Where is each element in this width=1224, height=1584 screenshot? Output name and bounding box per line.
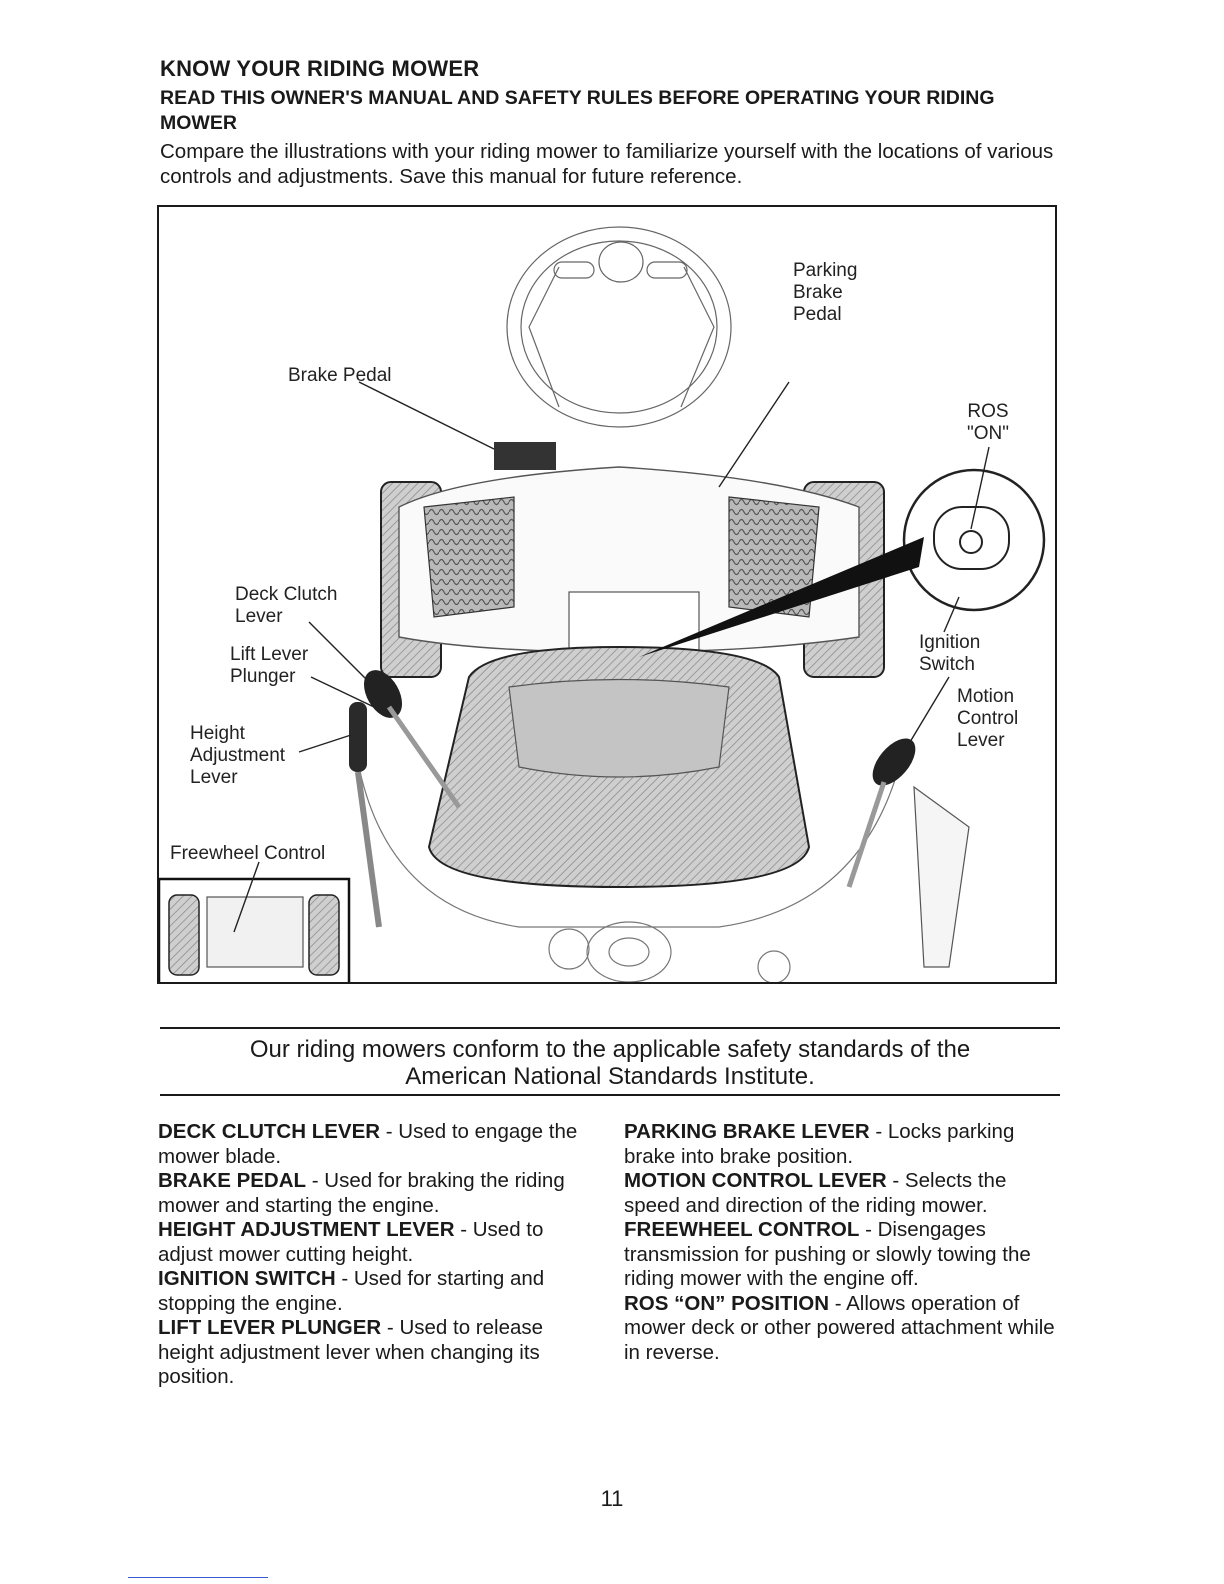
label-ignition-switch: Ignition Switch — [919, 632, 981, 675]
definition-item: LIFT LEVER PLUNGER - Used to release hei… — [158, 1316, 603, 1390]
definition-text: - Used to adjust mower cutting height. — [158, 1218, 544, 1266]
divider-top — [160, 1027, 1060, 1029]
definition-text: - Used to engage the mower blade. — [158, 1120, 578, 1168]
section-title: KNOW YOUR RIDING MOWER — [160, 56, 480, 81]
definition-text: - Used for braking the riding mower and … — [158, 1169, 565, 1217]
definition-term: IGNITION SWITCH — [158, 1267, 336, 1290]
label-height-adjustment-lever: Height Adjustment Lever — [190, 723, 286, 788]
steering-wheel — [506, 226, 732, 428]
definition-item: FREEWHEEL CONTROL - Disengages transmiss… — [624, 1218, 1064, 1292]
definition-text: - Allows operation of mower deck or othe… — [624, 1291, 1055, 1364]
definition-item: ROS “ON” POSITION - Allows operation of … — [624, 1292, 1064, 1366]
definition-term: MOTION CONTROL LEVER — [624, 1169, 887, 1192]
freewheel-control-inset — [159, 877, 351, 982]
height-adjustment-lever — [349, 702, 382, 928]
leader-lines — [233, 381, 990, 933]
definition-item: PARKING BRAKE LEVER - Locks parking brak… — [624, 1120, 1064, 1169]
ignition-switch-detail — [639, 468, 1046, 657]
definitions-left-column: DECK CLUTCH LEVER - Used to engage the m… — [158, 1120, 603, 1390]
label-parking-brake-pedal: Parking Brake Pedal — [793, 260, 858, 325]
section-subtitle: READ THIS OWNER'S MANUAL AND SAFETY RULE… — [160, 87, 995, 134]
definition-item: HEIGHT ADJUSTMENT LEVER - Used to adjust… — [158, 1218, 603, 1267]
mower-controls-illustration: Brake Pedal Parking Brake Pedal ROS "ON"… — [157, 205, 1057, 984]
definition-item: MOTION CONTROL LEVER - Selects the speed… — [624, 1169, 1064, 1218]
definitions-right-column: PARKING BRAKE LEVER - Locks parking brak… — [624, 1120, 1064, 1365]
definition-term: LIFT LEVER PLUNGER — [158, 1316, 382, 1339]
definition-text: - Locks parking brake into brake positio… — [624, 1120, 1015, 1168]
label-deck-clutch-lever: Deck Clutch Lever — [235, 584, 338, 627]
standards-note: Our riding mowers conform to the applica… — [249, 1036, 971, 1090]
motion-control-lever — [846, 738, 916, 888]
page-number: 11 — [600, 1486, 624, 1511]
definition-term: FREEWHEEL CONTROL — [624, 1218, 860, 1241]
definition-item: DECK CLUTCH LEVER - Used to engage the m… — [158, 1120, 603, 1169]
mower-body — [380, 466, 885, 678]
label-ros-on: ROS "ON" — [967, 401, 1009, 444]
definition-term: HEIGHT ADJUSTMENT LEVER — [158, 1218, 455, 1241]
label-lift-lever-plunger: Lift Lever Plunger — [230, 644, 309, 687]
footer-rule — [128, 1577, 268, 1578]
label-brake-pedal: Brake Pedal — [288, 365, 392, 386]
definition-text: - Used for starting and stopping the eng… — [158, 1267, 545, 1315]
intro-paragraph: Compare the illustrations with your ridi… — [160, 140, 1054, 188]
deck-clutch-lever — [364, 670, 462, 809]
definition-term: PARKING BRAKE LEVER — [624, 1120, 870, 1143]
definition-item: BRAKE PEDAL - Used for braking the ridin… — [158, 1169, 603, 1218]
label-freewheel-control: Freewheel Control — [170, 843, 326, 864]
warning-decal — [913, 785, 970, 968]
label-motion-control-lever: Motion Control Lever — [957, 686, 1019, 751]
definition-term: BRAKE PEDAL — [158, 1169, 307, 1192]
definition-text: - Disengages transmission for pushing or… — [624, 1218, 1031, 1290]
divider-bottom — [160, 1094, 1060, 1096]
definition-term: DECK CLUTCH LEVER — [158, 1120, 381, 1143]
definition-term: ROS “ON” POSITION — [624, 1291, 830, 1315]
definition-item: IGNITION SWITCH - Used for starting and … — [158, 1267, 603, 1316]
definition-text: - Used to release height adjustment leve… — [158, 1316, 544, 1388]
definition-text: - Selects the speed and direction of the… — [624, 1169, 1007, 1217]
brake-pedal-shape — [494, 442, 556, 470]
mower-drawing — [159, 226, 1046, 982]
